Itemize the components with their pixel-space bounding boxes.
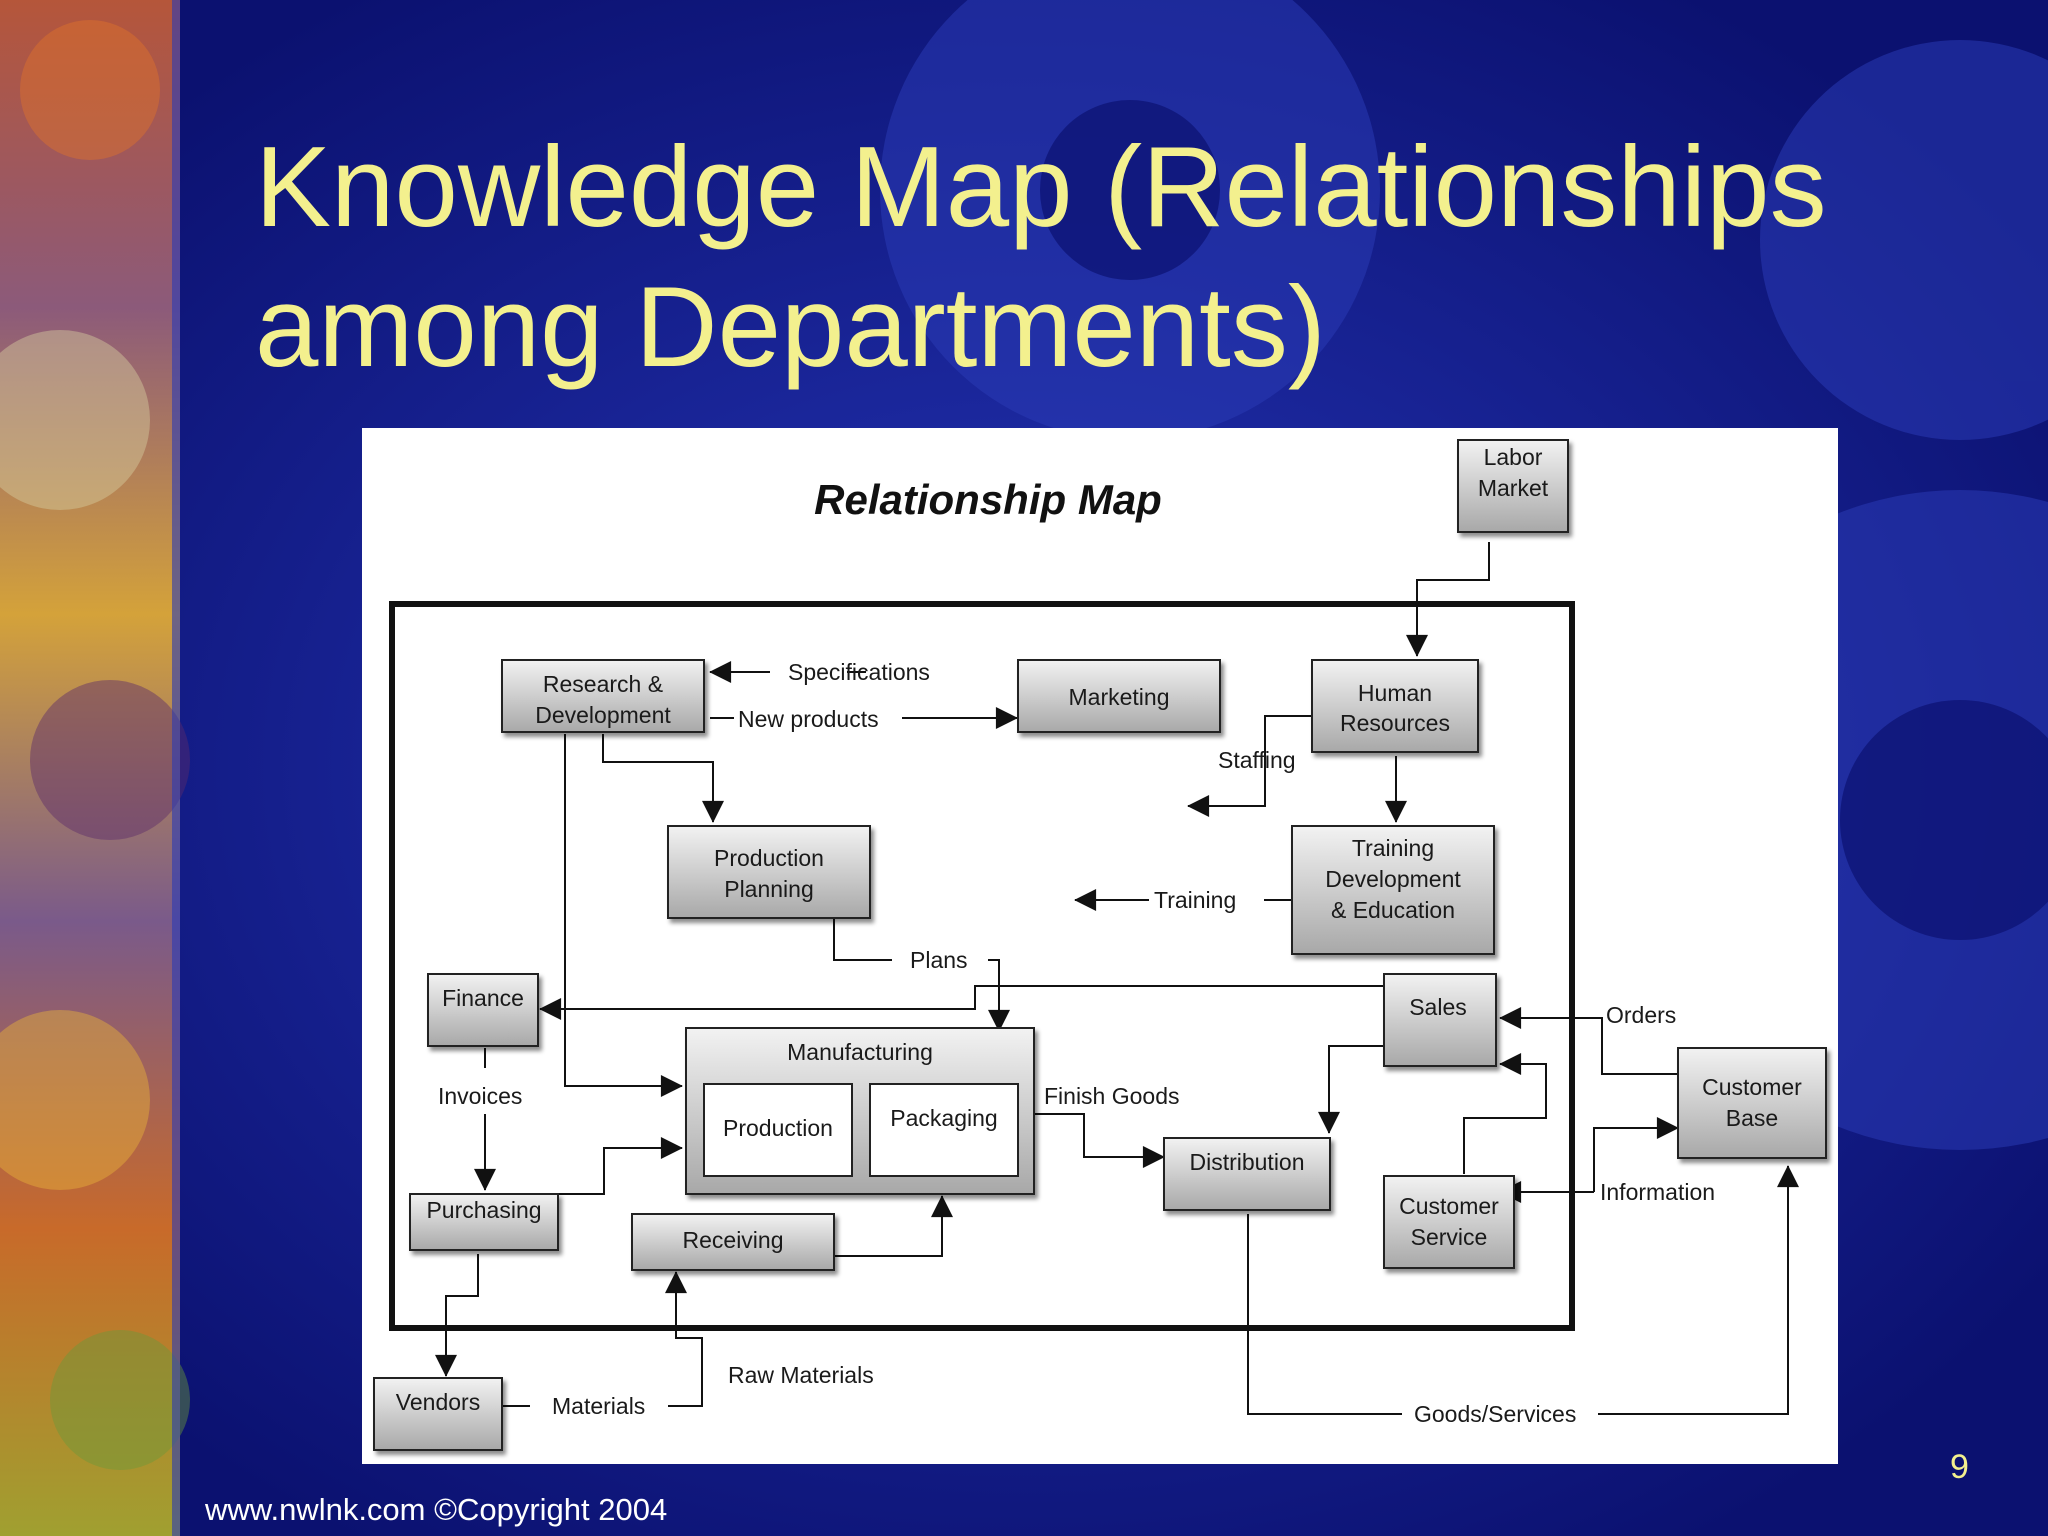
node-finance: Finance bbox=[427, 973, 539, 1047]
edge-label-information: Information bbox=[1600, 1179, 1715, 1205]
node-training-development-education: Training Development & Education bbox=[1291, 825, 1495, 955]
node-purchasing: Purchasing bbox=[409, 1193, 559, 1251]
edge-labels: Specifications New products Staffing Tra… bbox=[438, 659, 1715, 1427]
svg-text:Vendors: Vendors bbox=[396, 1389, 480, 1415]
relationship-map-diagram: Relationship Map bbox=[362, 428, 1838, 1464]
svg-text:Market: Market bbox=[1478, 475, 1549, 501]
node-customer-service: Customer Service bbox=[1383, 1175, 1515, 1269]
edge-label-goods-services: Goods/Services bbox=[1414, 1401, 1576, 1427]
node-production: Production bbox=[703, 1083, 853, 1177]
svg-text:Research &: Research & bbox=[543, 671, 663, 697]
node-labor-market: Labor Market bbox=[1457, 439, 1569, 533]
edge-label-invoices: Invoices bbox=[438, 1083, 522, 1109]
svg-text:Human: Human bbox=[1358, 680, 1432, 706]
edge-label-specifications: Specifications bbox=[788, 659, 930, 685]
node-human-resources: Human Resources bbox=[1311, 659, 1479, 753]
decorative-side-strip bbox=[0, 0, 180, 1536]
svg-text:Training: Training bbox=[1352, 835, 1434, 861]
node-marketing: Marketing bbox=[1017, 659, 1221, 733]
svg-text:Manufacturing: Manufacturing bbox=[787, 1039, 933, 1065]
edge-label-staffing: Staffing bbox=[1218, 747, 1296, 773]
slide-footer: www.nwlnk.com ©Copyright 2004 bbox=[205, 1492, 668, 1527]
svg-text:Finance: Finance bbox=[442, 985, 524, 1011]
svg-text:Distribution: Distribution bbox=[1189, 1149, 1304, 1175]
diagram-title: Relationship Map bbox=[814, 476, 1162, 523]
svg-text:Customer: Customer bbox=[1702, 1074, 1802, 1100]
connectors bbox=[435, 542, 1799, 1415]
slide-title: Knowledge Map (Relationships among Depar… bbox=[255, 118, 1955, 398]
svg-text:Labor: Labor bbox=[1484, 444, 1543, 470]
svg-text:Production: Production bbox=[723, 1115, 833, 1141]
node-distribution: Distribution bbox=[1163, 1137, 1331, 1211]
node-sales: Sales bbox=[1383, 973, 1497, 1067]
node-manufacturing: Manufacturing Production Packaging bbox=[685, 1027, 1035, 1195]
organization-boundary bbox=[389, 601, 1575, 1331]
node-production-planning: Production Planning bbox=[667, 825, 871, 919]
node-vendors: Vendors bbox=[373, 1377, 503, 1451]
svg-text:Packaging: Packaging bbox=[890, 1105, 997, 1131]
edge-label-raw-materials: Raw Materials bbox=[728, 1362, 874, 1388]
slide-title-line1: Knowledge Map (Relationships bbox=[255, 124, 1827, 251]
edge-label-orders: Orders bbox=[1606, 1002, 1676, 1028]
edge-label-materials: Materials bbox=[552, 1393, 645, 1419]
edge-label-plans: Plans bbox=[910, 947, 968, 973]
svg-text:Production: Production bbox=[714, 845, 824, 871]
svg-text:Service: Service bbox=[1411, 1224, 1488, 1250]
node-research-development: Research & Development bbox=[501, 659, 705, 733]
svg-text:& Education: & Education bbox=[1331, 897, 1455, 923]
svg-text:Marketing: Marketing bbox=[1069, 684, 1170, 710]
node-receiving: Receiving bbox=[631, 1213, 835, 1271]
svg-text:Purchasing: Purchasing bbox=[426, 1197, 541, 1223]
edge-label-finish-goods: Finish Goods bbox=[1044, 1083, 1180, 1109]
edge-label-training: Training bbox=[1154, 887, 1236, 913]
node-customer-base: Customer Base bbox=[1677, 1047, 1827, 1159]
svg-text:Receiving: Receiving bbox=[683, 1227, 784, 1253]
slide-title-line2: among Departments) bbox=[255, 264, 1326, 391]
svg-text:Planning: Planning bbox=[724, 876, 814, 902]
svg-text:Sales: Sales bbox=[1409, 994, 1467, 1020]
svg-text:Base: Base bbox=[1726, 1105, 1778, 1131]
svg-text:Customer: Customer bbox=[1399, 1193, 1499, 1219]
node-packaging: Packaging bbox=[869, 1083, 1019, 1177]
svg-text:Development: Development bbox=[1325, 866, 1461, 892]
svg-text:Development: Development bbox=[535, 702, 671, 728]
page-number: 9 bbox=[1950, 1448, 1969, 1486]
edge-label-new-products: New products bbox=[738, 706, 879, 732]
svg-text:Resources: Resources bbox=[1340, 710, 1450, 736]
